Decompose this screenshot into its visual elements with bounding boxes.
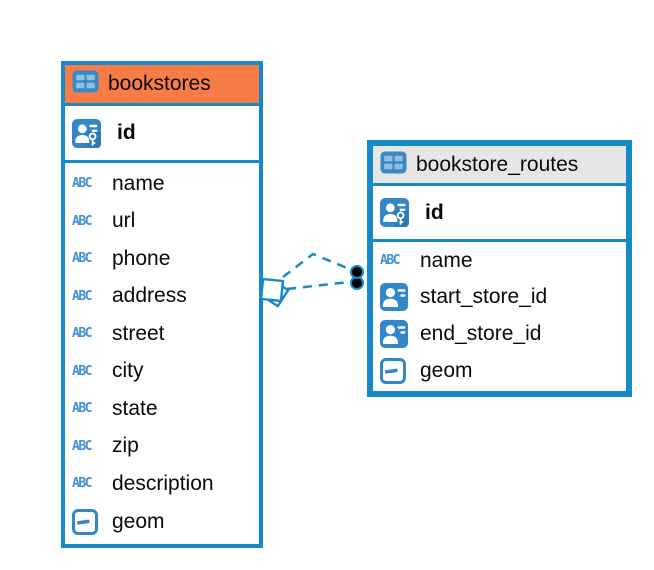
column-row-city[interactable]: ABC city xyxy=(72,359,144,383)
relationship-bookstores-routes[interactable] xyxy=(259,252,364,308)
column-row-start-store-id[interactable]: start_store_id xyxy=(373,278,626,316)
column-row-name[interactable]: ABC name xyxy=(72,171,165,195)
column-row-geom[interactable]: geom xyxy=(373,353,626,389)
table-icon xyxy=(380,151,407,179)
column-row-phone[interactable]: ABC phone xyxy=(72,246,171,270)
text-type-icon: ABC xyxy=(72,401,92,417)
column-row-geom[interactable]: geom xyxy=(65,503,259,543)
entity-bookstores-header[interactable]: bookstores xyxy=(65,65,259,106)
text-type-icon: ABC xyxy=(380,253,400,269)
table-icon xyxy=(72,70,99,98)
geometry-type-icon xyxy=(72,509,108,536)
text-type-icon: ABC xyxy=(72,363,92,379)
entity-title: bookstores xyxy=(108,72,211,95)
geometry-type-icon xyxy=(380,358,416,385)
text-type-icon: ABC xyxy=(72,213,92,229)
text-type-icon: ABC xyxy=(72,288,92,304)
column-row-address[interactable]: ABC address xyxy=(72,284,187,308)
column-row-description[interactable]: ABC description xyxy=(72,471,214,495)
primary-key-person-icon xyxy=(380,198,416,227)
column-list: ABC name start_store_id xyxy=(373,242,626,391)
relation-target-marker[interactable] xyxy=(350,265,364,290)
entity-title: bookstore_routes xyxy=(416,152,579,176)
person-reference-icon xyxy=(380,282,416,311)
column-row-name[interactable]: ABC name xyxy=(380,248,473,272)
column-label-id: id xyxy=(117,121,136,144)
column-row-pk[interactable]: id xyxy=(373,186,626,242)
column-row-pk[interactable]: id xyxy=(65,106,259,163)
relation-line-lower[interactable] xyxy=(286,280,350,291)
entity-bookstore-routes[interactable]: bookstore_routes id ABC name xyxy=(367,140,632,397)
relation-source-marker[interactable] xyxy=(259,277,290,308)
entity-bookstore-routes-header[interactable]: bookstore_routes xyxy=(373,146,626,186)
column-row-end-store-id[interactable]: end_store_id xyxy=(373,316,626,354)
text-type-icon: ABC xyxy=(72,326,92,342)
column-label-id: id xyxy=(425,200,444,224)
column-row-street[interactable]: ABC street xyxy=(72,321,165,345)
column-row-state[interactable]: ABC state xyxy=(72,396,158,420)
text-type-icon: ABC xyxy=(72,251,92,267)
entity-bookstores[interactable]: bookstores id ABC name xyxy=(61,61,263,548)
primary-key-person-icon xyxy=(72,118,108,148)
person-reference-icon xyxy=(380,320,416,349)
column-row-url[interactable]: ABC url xyxy=(72,209,136,233)
column-list: ABC name ABC url ABC phone ABC address A… xyxy=(65,163,259,544)
text-type-icon: ABC xyxy=(72,176,92,192)
relation-line-upper[interactable] xyxy=(282,252,353,278)
column-row-zip[interactable]: ABC zip xyxy=(72,434,139,458)
text-type-icon: ABC xyxy=(72,438,92,454)
text-type-icon: ABC xyxy=(72,476,92,492)
